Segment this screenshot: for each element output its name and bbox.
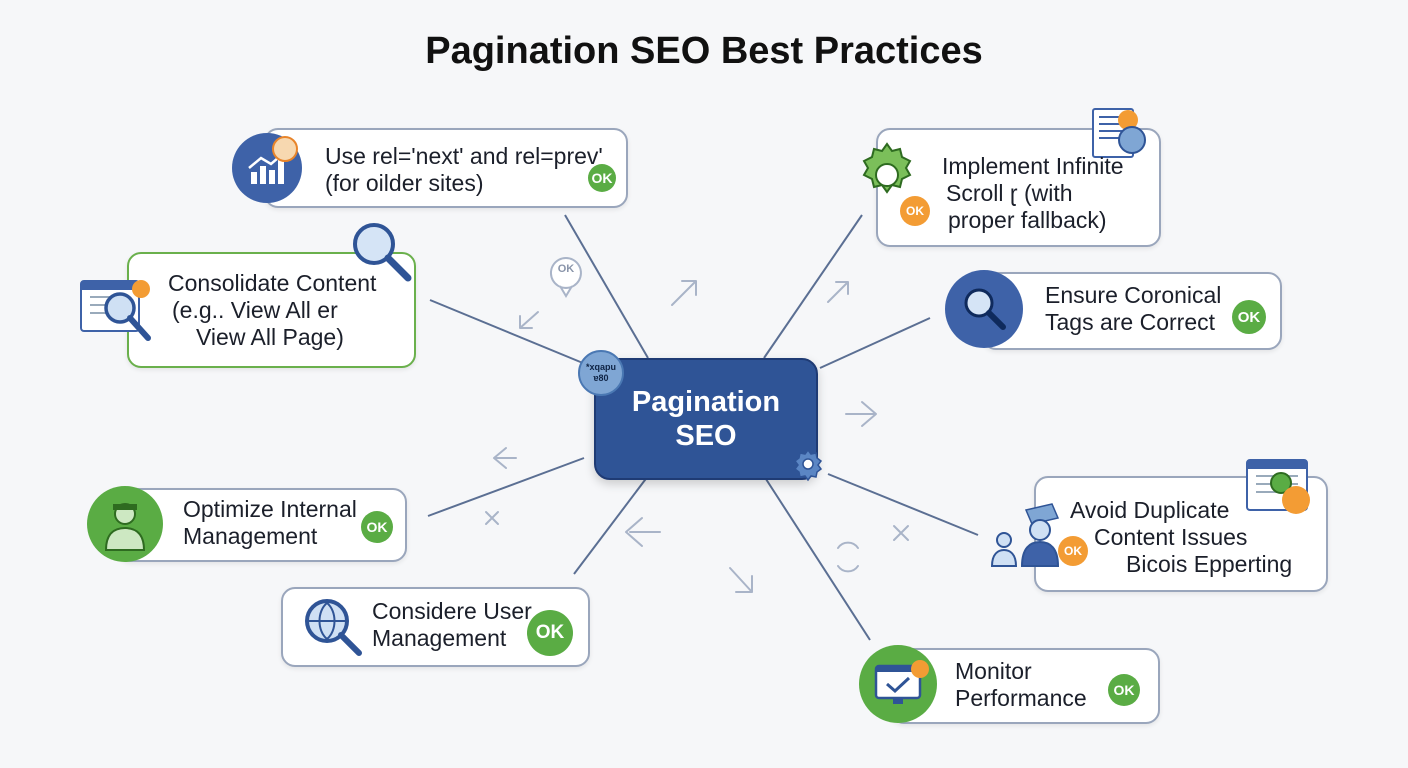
node-text-line: Optimize Internal bbox=[183, 496, 357, 522]
arrow-down-right-icon bbox=[729, 567, 753, 593]
center-node: Pagination SEO bbox=[594, 358, 818, 480]
node-consolidate-content bbox=[127, 252, 416, 368]
connector-line bbox=[819, 317, 931, 369]
arrow-left-icon bbox=[493, 447, 517, 469]
target-icon bbox=[272, 136, 298, 162]
node-text-line: Tags are Correct bbox=[1045, 309, 1216, 335]
node-text-line: Management bbox=[183, 523, 318, 549]
ok-badge: OK bbox=[527, 610, 573, 656]
center-badge-line2: ɐ80 bbox=[593, 373, 609, 383]
node-rel-next-prev bbox=[264, 128, 628, 208]
status-dot bbox=[911, 660, 929, 678]
connector-line bbox=[429, 299, 596, 369]
status-dot bbox=[1118, 110, 1138, 130]
gear-icon bbox=[862, 142, 912, 194]
node-text-line: Bicois Epperting bbox=[1126, 551, 1293, 577]
node-avoid-duplicate-text: Avoid Duplicate Content Issues Bicois Ep… bbox=[1070, 497, 1292, 578]
node-text-line: Content Issues bbox=[1094, 524, 1248, 550]
ok-badge: OK bbox=[1232, 300, 1266, 334]
node-text-line: Ensure Coronical bbox=[1045, 282, 1222, 308]
node-text-line: (for oilder sites) bbox=[325, 170, 484, 196]
node-text-line: proper fallback) bbox=[948, 207, 1107, 233]
globe-search-icon bbox=[305, 599, 362, 656]
ok-badge: OK bbox=[588, 164, 616, 192]
page-title: Pagination SEO Best Practices bbox=[425, 30, 983, 72]
node-text-line: Avoid Duplicate bbox=[1070, 497, 1230, 523]
magnifier-icon bbox=[353, 223, 412, 282]
gear-icon bbox=[793, 448, 823, 482]
node-text-line: Performance bbox=[955, 685, 1087, 711]
ok-badge: OK bbox=[1058, 536, 1088, 566]
status-dot bbox=[1282, 486, 1310, 514]
node-text-line: Consolidate Content bbox=[168, 270, 377, 296]
people-icon bbox=[990, 503, 1060, 567]
connector-line bbox=[564, 214, 649, 359]
connector-line bbox=[827, 473, 979, 536]
center-title-line1: Pagination bbox=[631, 386, 781, 418]
person-icon bbox=[87, 486, 163, 562]
status-dot bbox=[132, 280, 150, 298]
center-badge-line1: *xqapu bbox=[585, 362, 616, 372]
arrow-up-right-icon bbox=[671, 280, 697, 306]
node-text-line: Scroll ɽ (with bbox=[946, 180, 1073, 206]
node-canonical-tags-text: Ensure Coronical Tags are Correct bbox=[1045, 282, 1221, 336]
node-infinite-scroll-text: Implement Infinite Scroll ɽ (with proper… bbox=[942, 153, 1124, 234]
center-badge: *xqapu ɐ80 bbox=[578, 350, 624, 396]
magnifier-icon bbox=[104, 292, 151, 341]
node-text-line: Management bbox=[372, 625, 507, 651]
node-text-line: View All Page) bbox=[196, 324, 344, 350]
ok-badge: OK bbox=[900, 196, 930, 226]
arrow-left-icon bbox=[625, 517, 661, 547]
ok-badge: OK bbox=[1108, 674, 1140, 706]
connector-line bbox=[573, 475, 649, 575]
cycle-arrows-icon bbox=[837, 541, 859, 573]
node-monitor-performance-text: Monitor Performance bbox=[955, 658, 1087, 712]
node-consolidate-content-text: Consolidate Content (e.g.. View All er V… bbox=[168, 270, 376, 351]
node-text-line: Use rel='next' and rel=prev' bbox=[325, 143, 603, 169]
arrow-down-left-icon bbox=[519, 311, 539, 329]
ok-badge: OK bbox=[361, 511, 393, 543]
center-title-line2: SEO bbox=[675, 420, 737, 452]
speech-bubble-label: OK bbox=[557, 263, 575, 275]
close-x-icon bbox=[485, 511, 499, 525]
arrow-up-right-icon bbox=[827, 281, 849, 303]
connector-line bbox=[763, 475, 871, 641]
node-considere-user-text: Considere User Management bbox=[372, 598, 532, 652]
node-text-line: Implement Infinite bbox=[942, 153, 1124, 179]
magnifier-icon bbox=[945, 270, 1023, 348]
node-text-line: (e.g.. View All er bbox=[172, 297, 338, 323]
link-badge-icon bbox=[1118, 126, 1146, 154]
node-optimize-internal bbox=[117, 488, 407, 562]
node-text-line: Monitor bbox=[955, 658, 1032, 684]
node-rel-next-prev-text: Use rel='next' and rel=prev' (for oilder… bbox=[325, 143, 603, 197]
node-text-line: Considere User bbox=[372, 598, 532, 624]
speech-bubble-icon bbox=[550, 257, 582, 298]
node-optimize-internal-text: Optimize Internal Management bbox=[183, 496, 357, 550]
connector-line bbox=[763, 214, 863, 359]
monitor-check-icon bbox=[859, 645, 937, 723]
connector-line bbox=[427, 457, 585, 517]
arrow-right-icon bbox=[845, 401, 877, 427]
close-x-icon bbox=[893, 525, 909, 541]
